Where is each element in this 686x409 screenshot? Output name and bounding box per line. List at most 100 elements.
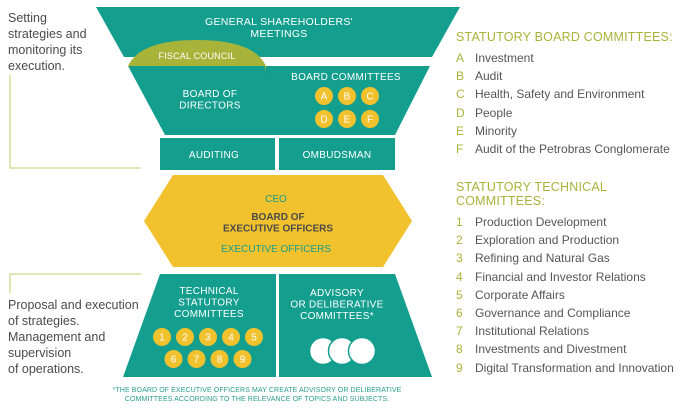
committee-circle-6 xyxy=(164,350,183,368)
legend-label: Governance and Compliance xyxy=(475,306,631,321)
legend-key: 9 xyxy=(456,360,463,375)
legend-label: Digital Transformation and Innovation xyxy=(475,360,674,375)
legend-key: 3 xyxy=(456,251,463,266)
committee-circle-A xyxy=(315,87,333,105)
committee-circle-label: 9 xyxy=(240,355,246,366)
legend-key: D xyxy=(456,105,465,120)
footnote: *THE BOARD OF EXECUTIVE OFFICERS MAY CRE… xyxy=(112,387,402,403)
board-committee-legend-item: D People xyxy=(456,104,673,122)
fiscal-council-shape xyxy=(128,40,266,66)
board-committees-legend-title: STATUTORY BOARD COMMITTEES: xyxy=(456,30,673,44)
legend-label: Production Development xyxy=(475,215,607,229)
technical-committee-legend-item: 5 Corporate Affairs xyxy=(456,286,686,304)
committee-circle-label: 6 xyxy=(171,355,177,366)
committee-circle-F xyxy=(361,110,379,128)
board-committees-title: BOARD COMMITTEES xyxy=(291,72,401,83)
technical-committees-legend-list: 1 Production Development 2 Exploration and … xyxy=(456,213,686,377)
committee-circle-label: E xyxy=(344,115,351,126)
legend-key: B xyxy=(456,69,465,84)
committee-circle-E xyxy=(338,110,356,128)
legend-key: 2 xyxy=(456,233,463,248)
committee-circle-4 xyxy=(222,328,240,346)
executive-officers-box xyxy=(144,175,412,267)
committee-circle-label: F xyxy=(367,115,373,126)
committee-circle-label: 7 xyxy=(194,355,200,366)
legend-label: Institutional Relations xyxy=(475,324,590,339)
executive-officers-label: EXECUTIVE OFFICERS xyxy=(221,244,331,255)
shareholders-meetings-label: GENERAL SHAREHOLDERS'MEETINGS xyxy=(205,16,353,40)
board-committee-circles: A B C D E F xyxy=(315,87,379,128)
legend-label: Financial and Investor Relations xyxy=(475,269,646,284)
committee-circle-label: B xyxy=(344,92,351,103)
legend-key: 8 xyxy=(456,342,463,357)
legend-key: 4 xyxy=(456,269,463,284)
ombudsman-box xyxy=(279,138,395,170)
committee-circle-label: A xyxy=(321,92,328,103)
legend-label: Investment xyxy=(475,51,534,65)
board-committee-legend-item: E Minority xyxy=(456,122,673,140)
technical-committees-legend-title: STATUTORY TECHNICAL COMMITTEES: xyxy=(456,180,607,208)
committee-circle-label: 4 xyxy=(228,333,234,344)
technical-committee-legend-item: 1 Production Development xyxy=(456,213,686,231)
committee-circle-1 xyxy=(153,328,171,346)
note-strategy-monitoring: Setting strategies and monitoring its ex… xyxy=(8,11,87,73)
committee-circle-D xyxy=(315,110,333,128)
committee-circle-label: 8 xyxy=(217,355,223,366)
fiscal-council-label: FISCAL COUNCIL xyxy=(159,51,236,61)
committee-circle-label: C xyxy=(366,92,373,103)
advisory-committee-circles xyxy=(308,336,377,366)
board-committee-legend-item: B Audit xyxy=(456,67,673,85)
technical-committee-legend-item: 7 Institutional Relations xyxy=(456,322,686,340)
legend-key: E xyxy=(456,123,465,138)
technical-committee-legend-item: 2 Exploration and Production xyxy=(456,231,686,249)
legend-key: 5 xyxy=(456,287,463,302)
auditing-box xyxy=(160,138,275,170)
ceo-label: CEO xyxy=(265,194,287,205)
committee-circle-3 xyxy=(199,328,217,346)
legend-key: 1 xyxy=(456,215,463,229)
technical-committee-legend-item: 6 Governance and Compliance xyxy=(456,304,686,322)
committee-circle-label: 1 xyxy=(159,333,165,344)
committee-circle-C xyxy=(361,87,379,105)
legend-label: Corporate Affairs xyxy=(475,287,565,302)
legend-label: Audit xyxy=(475,69,503,84)
board-committee-legend-item: C Health, Safety and Environment xyxy=(456,85,673,103)
technical-committees-box xyxy=(123,274,276,377)
committee-circle-2 xyxy=(176,328,194,346)
committee-circle-label: D xyxy=(320,115,327,126)
committee-circle-5 xyxy=(245,328,263,346)
legend-label: Investments and Divestment xyxy=(475,342,627,357)
legend-key: 6 xyxy=(456,306,463,321)
committee-circle-label: 3 xyxy=(205,333,211,344)
technical-committee-legend-item: 9 Digital Transformation and Innovation xyxy=(456,359,686,377)
legend-key: 7 xyxy=(456,324,463,339)
technical-committees-legend: STATUTORY TECHNICAL COMMITTEES: 1 Product… xyxy=(456,180,686,377)
legend-label: Minority xyxy=(475,123,518,138)
technical-committee-legend-item: 8 Investments and Divestment xyxy=(456,340,686,358)
committee-circle-B xyxy=(338,87,356,105)
committee-circle-8 xyxy=(210,350,229,368)
legend-label: Audit of the Petrobras Conglomerate xyxy=(475,142,670,157)
board-committee-legend-item: A Investment xyxy=(456,49,673,67)
technical-committee-legend-item: 4 Financial and Investor Relations xyxy=(456,268,686,286)
legend-key: A xyxy=(456,51,465,65)
legend-label: Health, Safety and Environment xyxy=(475,87,645,102)
auditing-label: AUDITING xyxy=(189,150,239,161)
legend-label: Exploration and Production xyxy=(475,233,620,248)
legend-key: C xyxy=(456,87,465,102)
committee-circle-7 xyxy=(187,350,206,368)
board-committee-legend-item: F Audit of the Petrobras Conglomerate xyxy=(456,140,673,158)
legend-label: People xyxy=(475,105,513,120)
connector-lines xyxy=(9,75,141,293)
legend-key: F xyxy=(456,142,464,157)
committee-circle-9 xyxy=(233,350,252,368)
